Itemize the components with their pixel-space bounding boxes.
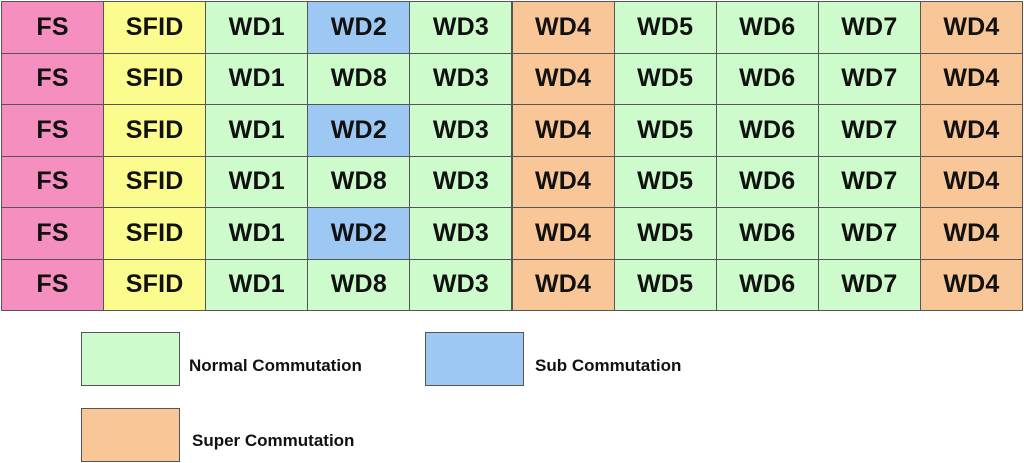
frame-cell-normal: WD7: [817, 1, 921, 54]
frame-cell-sfid: SFID: [103, 258, 207, 311]
frame-cell-normal: WD1: [205, 52, 309, 105]
frame-cell-sfid: SFID: [103, 1, 207, 54]
frame-cell-fs: FS: [1, 52, 105, 105]
frame-cell-sub: WD2: [307, 104, 411, 157]
frame-cell-normal: WD3: [409, 104, 513, 157]
frame-cell-normal: WD3: [409, 1, 513, 54]
frame-cell-fs: FS: [1, 207, 105, 260]
frame-cell-normal: WD1: [205, 104, 309, 157]
frame-cell-sfid: SFID: [103, 155, 207, 208]
frame-cell-normal: WD5: [613, 155, 717, 208]
frame-cell-fs: FS: [1, 258, 105, 311]
frame-cell-normal: WD7: [817, 52, 921, 105]
frame-cell-sfid: SFID: [103, 104, 207, 157]
frame-cell-normal: WD5: [613, 1, 717, 54]
frame-cell-normal: WD1: [205, 258, 309, 311]
frame-cell-fs: FS: [1, 104, 105, 157]
frame-cell-normal: WD3: [409, 207, 513, 260]
frame-cell-normal: WD7: [817, 207, 921, 260]
frame-cell-normal: WD8: [307, 52, 411, 105]
frame-cell-super: WD4: [511, 52, 615, 105]
frame-cell-normal: WD6: [715, 1, 819, 54]
frame-cell-super: WD4: [919, 52, 1023, 105]
frame-cell-super: WD4: [511, 258, 615, 311]
frame-cell-sfid: SFID: [103, 207, 207, 260]
legend-normal-swatch: [81, 332, 180, 386]
frame-cell-normal: WD6: [715, 104, 819, 157]
frame-cell-super: WD4: [919, 207, 1023, 260]
frame-cell-normal: WD1: [205, 1, 309, 54]
frame-cell-normal: WD5: [613, 52, 717, 105]
frame-cell-normal: WD6: [715, 52, 819, 105]
legend-sub-swatch: [425, 332, 524, 386]
legend-super-swatch: [81, 408, 180, 462]
frame-cell-normal: WD6: [715, 258, 819, 311]
frame-cell-fs: FS: [1, 155, 105, 208]
legend-super-label: Super Commutation: [192, 431, 355, 450]
frame-cell-normal: WD7: [817, 104, 921, 157]
frame-cell-super: WD4: [919, 1, 1023, 54]
legend-normal-label: Normal Commutation: [189, 356, 362, 375]
frame-cell-normal: WD1: [205, 155, 309, 208]
frame-cell-super: WD4: [511, 207, 615, 260]
frame-cell-super: WD4: [919, 155, 1023, 208]
frame-cell-sub: WD2: [307, 207, 411, 260]
frame-cell-super: WD4: [511, 104, 615, 157]
frame-cell-super: WD4: [511, 1, 615, 54]
frame-cell-normal: WD5: [613, 207, 717, 260]
frame-cell-fs: FS: [1, 1, 105, 54]
frame-cell-normal: WD6: [715, 155, 819, 208]
frame-cell-normal: WD7: [817, 155, 921, 208]
frame-cell-normal: WD8: [307, 258, 411, 311]
legend-sub-label: Sub Commutation: [535, 356, 682, 375]
frame-cell-normal: WD5: [613, 104, 717, 157]
frame-cell-normal: WD1: [205, 207, 309, 260]
frame-cell-normal: WD7: [817, 258, 921, 311]
frame-cell-super: WD4: [919, 104, 1023, 157]
frame-cell-normal: WD3: [409, 155, 513, 208]
frame-cell-sub: WD2: [307, 1, 411, 54]
frame-cell-normal: WD5: [613, 258, 717, 311]
frame-cell-normal: WD3: [409, 258, 513, 311]
frame-cell-sfid: SFID: [103, 52, 207, 105]
frame-cell-normal: WD6: [715, 207, 819, 260]
frame-cell-super: WD4: [511, 155, 615, 208]
frame-cell-super: WD4: [919, 258, 1023, 311]
frame-cell-normal: WD8: [307, 155, 411, 208]
frame-cell-normal: WD3: [409, 52, 513, 105]
